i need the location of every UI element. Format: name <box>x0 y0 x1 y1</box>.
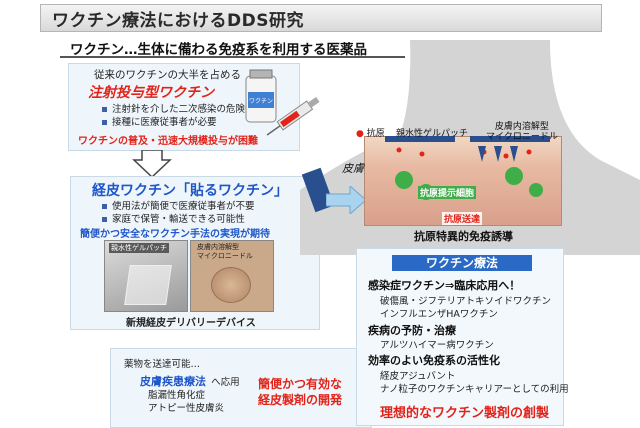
right-arrow-icon <box>326 186 366 214</box>
bullet-icon <box>102 107 107 112</box>
device-caption: 新規経皮デリバリーデバイス <box>126 318 256 329</box>
gel-patch-layer <box>385 136 455 142</box>
therapy-section-1: 感染症ワクチン⇒臨床応用へ！ <box>368 279 521 292</box>
injection-intro: 従来のワクチンの大半を占める <box>94 69 241 81</box>
transdermal-bullet-2: 家庭で保管・輸送できる可能性 <box>102 211 245 225</box>
therapy-section-3: 効率のよい免疫系の活性化 <box>368 354 500 367</box>
vial-label: ワクチン <box>249 98 273 105</box>
drug-heading-suffix: へ応用 <box>211 377 240 388</box>
injection-warning: ワクチンの普及・迅速大規模投与が困難 <box>78 136 258 147</box>
subtitle-underline <box>60 56 405 58</box>
gel-patch-diagram-label: 親水性ゲルパッチ <box>396 129 469 139</box>
therapy-item-3-2: ナノ粒子のワクチンキャリアーとしての利用 <box>380 384 569 395</box>
therapy-section-2: 疾病の予防・治療 <box>368 324 456 337</box>
antigen-label: ● 抗原 <box>356 129 385 139</box>
injection-heading: 注射投与型ワクチン <box>88 85 214 101</box>
drug-item-1: 脂漏性角化症 <box>148 390 206 401</box>
apc-label: 抗原提示細胞 <box>418 186 477 199</box>
microneedle-diagram-label: 皮膚内溶解型 マイクロニードル <box>486 122 558 142</box>
therapy-title: ワクチン療法 <box>392 255 532 271</box>
skin-label: 皮膚 <box>342 162 364 175</box>
bullet-icon <box>102 120 107 125</box>
transport-label: 抗原送達 <box>442 212 483 225</box>
therapy-footer: 理想的なワクチン製剤の創製 <box>380 406 550 421</box>
drug-heading: 皮膚疾患療法 <box>140 375 206 388</box>
title-bar <box>40 4 602 32</box>
subtitle: ワクチン…生体に備わる免疫系を利用する医薬品 <box>70 42 367 58</box>
page-title: ワクチン療法におけるDDS研究 <box>52 11 304 31</box>
therapy-item-3-1: 経皮アジュバント <box>380 371 456 382</box>
microneedle-label: 皮膚内溶解型 マイクロニードル <box>197 243 253 260</box>
transdermal-expectation: 簡便かつ安全なワクチン手法の実現が期待 <box>80 229 270 240</box>
drug-item-2: アトピー性皮膚炎 <box>148 403 225 414</box>
gel-patch-photo: 親水性ゲルパッチ <box>104 240 188 312</box>
transdermal-bullet-1: 使用法が簡便で医療従事者が不要 <box>102 198 255 212</box>
injection-bullet-1: 注射針を介した二次感染の危険性 <box>102 101 255 115</box>
transdermal-heading: 経皮ワクチン「貼るワクチン」 <box>92 183 288 199</box>
drug-intro: 薬物を送達可能… <box>124 359 201 370</box>
drug-red-text: 簡便かつ有効な 経皮製剤の開発 <box>258 377 343 407</box>
drug-heading-row: 皮膚疾患療法 へ応用 <box>140 370 240 389</box>
vial-syringe-icon: ワクチン <box>245 69 320 136</box>
therapy-item-2-1: アルツハイマー病ワクチン <box>380 340 494 351</box>
induction-label: 抗原特異的免疫誘導 <box>414 230 513 243</box>
therapy-item-1-2: インフルエンザHAワクチン <box>380 309 498 320</box>
bullet-icon <box>102 204 107 209</box>
bullet-icon <box>102 217 107 222</box>
drug-box <box>110 348 372 428</box>
microneedle-layer <box>470 136 550 142</box>
down-arrow-icon <box>132 150 172 178</box>
injection-bullet-2: 接種に医療従事者が必要 <box>102 114 217 128</box>
gel-patch-label: 親水性ゲルパッチ <box>109 243 169 253</box>
immune-cells <box>395 146 543 200</box>
therapy-item-1-1: 破傷風・ジフテリアトキソイドワクチン <box>380 296 552 307</box>
therapy-box <box>356 248 564 426</box>
microneedle-photo: 皮膚内溶解型 マイクロニードル <box>190 240 274 312</box>
antigen-dot-icon: ● <box>356 129 364 139</box>
